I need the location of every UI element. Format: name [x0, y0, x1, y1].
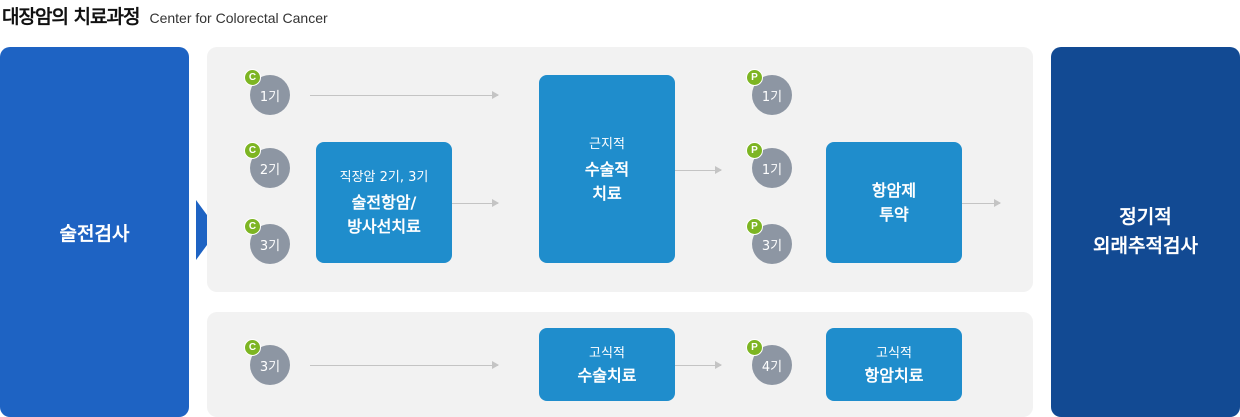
radical-surgery-sub: 근지적	[589, 136, 625, 152]
stage-circle-c2: C 2기	[244, 142, 290, 188]
stage-circle-p3: P 3기	[746, 218, 792, 264]
c-badge-icon: C	[244, 339, 261, 356]
neoadjuvant-box: 직장암 2기, 3기 술전항암/ 방사선치료	[316, 142, 452, 263]
arrow-icon	[675, 361, 722, 369]
palliative-chemo-box: 고식적 항암치료	[826, 328, 962, 401]
p-badge-icon: P	[746, 339, 763, 356]
stage-label: 1기	[259, 89, 281, 105]
arrow-icon	[962, 199, 1001, 207]
radical-surgery-main: 수술적 치료	[584, 159, 630, 203]
stage-circle-p4: P 4기	[746, 339, 792, 385]
arrow-icon	[310, 361, 499, 369]
page-title: 대장암의 치료과정 Center for Colorectal Cancer	[2, 2, 328, 30]
p-badge-icon: P	[746, 69, 763, 86]
palliative-chemo-main: 항암치료	[864, 365, 924, 385]
arrow-icon	[310, 91, 499, 99]
chemo-box: 항암제 투약	[826, 142, 962, 263]
palliative-chemo-sub: 고식적	[876, 345, 912, 361]
arrow-icon	[452, 199, 499, 207]
stage-circle-p1: P 1기	[746, 142, 792, 188]
c-badge-icon: C	[244, 218, 261, 235]
stage-label: 4기	[761, 359, 783, 375]
radical-surgery-box: 근지적 수술적 치료	[539, 75, 675, 263]
stage-label: 1기	[761, 89, 783, 105]
stage-circle-c3: C 3기	[244, 218, 290, 264]
neoadjuvant-sub: 직장암 2기, 3기	[339, 170, 429, 185]
stage-circle-p1: P 1기	[746, 69, 792, 115]
stage-circle-c3-palliative: C 3기	[244, 339, 290, 385]
p-badge-icon: P	[746, 218, 763, 235]
stage-circle-c1: C 1기	[244, 69, 290, 115]
stage-label: 3기	[259, 359, 281, 375]
p-badge-icon: P	[746, 142, 763, 159]
c-badge-icon: C	[244, 69, 261, 86]
title-english: Center for Colorectal Cancer	[149, 10, 328, 26]
pre-exam-box: 술전검사	[0, 47, 189, 417]
stage-label: 1기	[761, 162, 783, 178]
stage-label: 3기	[259, 238, 281, 254]
neoadjuvant-main: 술전항암/ 방사선치료	[347, 193, 421, 236]
palliative-surgery-sub: 고식적	[589, 345, 625, 361]
title-korean: 대장암의 치료과정	[2, 6, 140, 28]
palliative-surgery-main: 수술치료	[577, 365, 637, 385]
chemo-main: 항암제 투약	[871, 180, 917, 224]
followup-box: 정기적 외래추적검사	[1051, 47, 1240, 417]
stage-label: 3기	[761, 238, 783, 254]
c-badge-icon: C	[244, 142, 261, 159]
palliative-surgery-box: 고식적 수술치료	[539, 328, 675, 401]
stage-label: 2기	[259, 162, 281, 178]
arrow-icon	[675, 166, 722, 174]
